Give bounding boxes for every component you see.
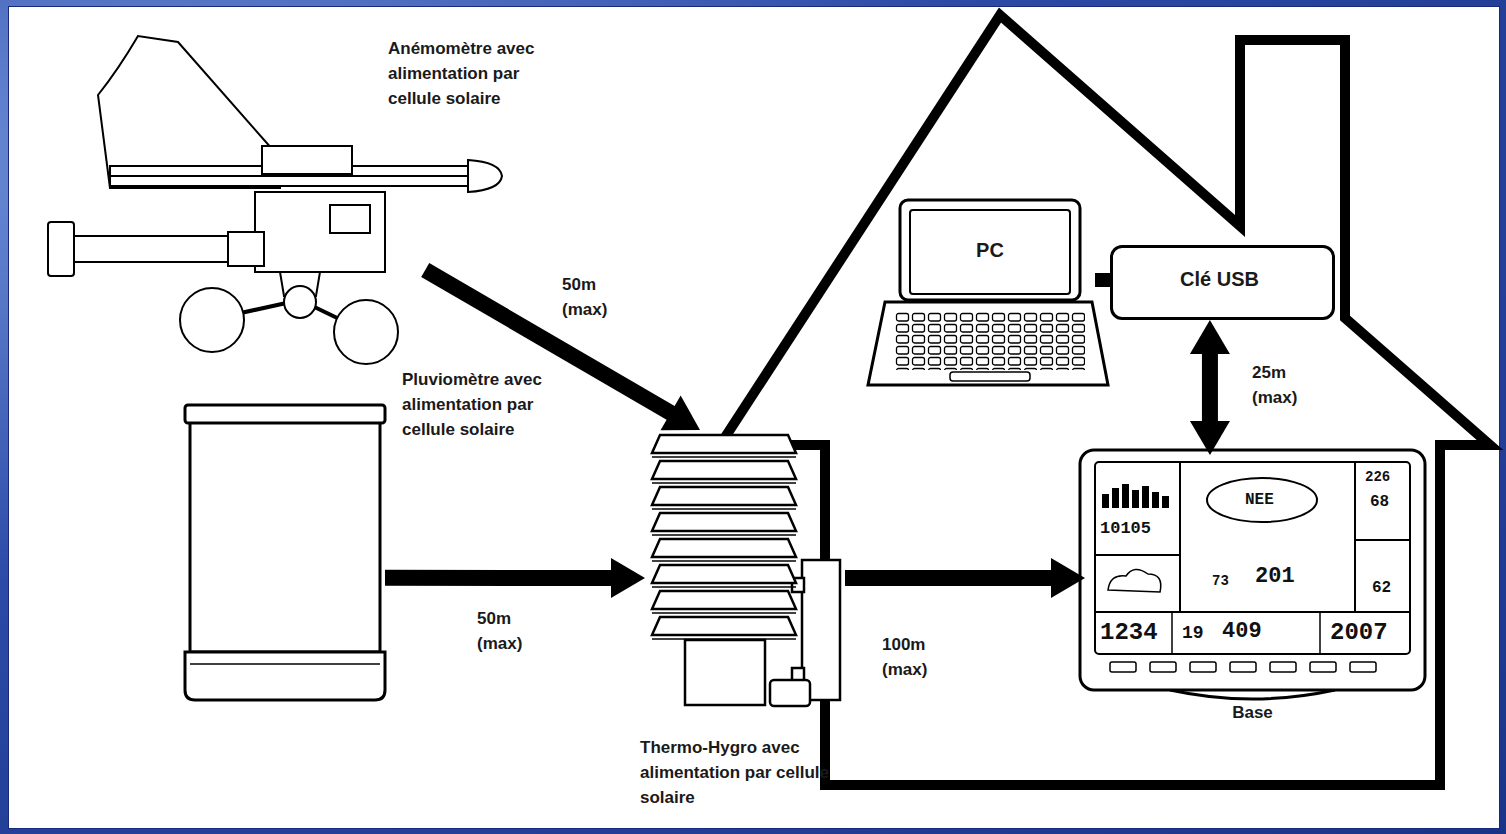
lcd-readout: 19: [1182, 624, 1204, 642]
lcd-readout: 73: [1212, 574, 1229, 588]
lcd-readout: 226: [1365, 470, 1390, 484]
lcd-readout: 62: [1372, 580, 1391, 596]
arrowhead: [661, 396, 700, 431]
connector: [845, 558, 1085, 598]
connector-shaft: [845, 570, 1053, 586]
lcd-readout: 10105: [1100, 520, 1151, 537]
arrowhead: [1051, 558, 1085, 598]
louvre-plate: [652, 539, 796, 557]
arrowhead: [1190, 320, 1230, 354]
lcd-readout: 1234: [1100, 621, 1158, 645]
louvre-edge: [652, 456, 796, 458]
lcd-readout: 68: [1370, 494, 1389, 510]
louvre-plate: [652, 591, 796, 609]
louvre-edge: [652, 534, 796, 536]
node-label: Clé USB: [1110, 245, 1329, 314]
base-station-drawing: [1080, 450, 1425, 699]
louvre-plate: [652, 487, 796, 505]
distance-label: 25m (max): [1250, 360, 1324, 410]
house-outline: [720, 15, 1490, 785]
node-label: PC: [900, 200, 1080, 300]
connector: [385, 558, 645, 598]
connector-shaft: [385, 570, 613, 586]
louvre-edge: [652, 612, 796, 614]
louvre-plate: [652, 617, 796, 635]
thermo-hygro-drawing: [652, 435, 840, 706]
usb-key-box: Clé USB: [1110, 245, 1335, 320]
louvre-edge: [652, 508, 796, 510]
node-label: Base: [1085, 700, 1420, 725]
louvre-edge: [652, 638, 796, 640]
lcd-readout: 201: [1255, 566, 1295, 588]
arrowhead: [1190, 421, 1230, 455]
distance-label: 50m (max): [560, 272, 634, 322]
node-label: Anémomètre avec alimentation par cellule…: [388, 36, 563, 111]
pc-node: PC: [870, 198, 1095, 388]
louvre-edge: [652, 482, 796, 484]
connector-shaft: [1202, 352, 1218, 423]
rain-gauge-drawing: [185, 405, 385, 700]
base-node: Base: [1085, 455, 1420, 695]
louvre-plate: [652, 435, 796, 453]
distance-label: 50m (max): [475, 606, 549, 656]
louvre-edge: [652, 586, 796, 588]
louvre-plate: [652, 513, 796, 531]
louvre-plate: [652, 461, 796, 479]
connector-shaft: [1095, 273, 1110, 287]
thermo-hygro-node: Thermo-Hygro avec alimentation par cellu…: [645, 430, 845, 730]
node-label: Thermo-Hygro avec alimentation par cellu…: [640, 735, 855, 810]
connector: [1190, 320, 1230, 455]
node-label: Pluviomètre avec alimentation par cellul…: [402, 367, 570, 442]
connector: [1095, 280, 1110, 281]
anemometer-node: Anémomètre avec alimentation par cellule…: [45, 30, 515, 270]
louvre-plate: [652, 565, 796, 583]
distance-label: 100m (max): [880, 632, 966, 682]
lcd-readout: 2007: [1330, 621, 1388, 645]
rain-gauge-node: Pluviomètre avec alimentation par cellul…: [185, 405, 385, 700]
arrowhead: [611, 558, 645, 598]
louvre-edge: [652, 560, 796, 562]
lcd-readout: 409: [1222, 621, 1262, 643]
laptop-drawing: [868, 200, 1108, 385]
lcd-readout: NEE: [1245, 492, 1274, 508]
anemometer-drawing: [48, 36, 502, 364]
